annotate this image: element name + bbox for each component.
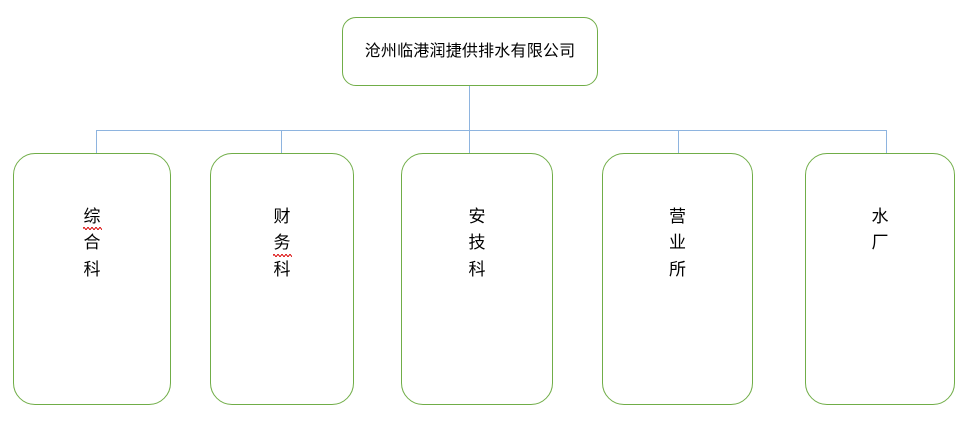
org-node-child-3-char-1: 安 xyxy=(468,207,486,227)
org-node-child-2-char-2: 务 xyxy=(272,230,292,258)
org-node-child-4-char-3: 所 xyxy=(669,259,686,280)
org-node-root[interactable]: 沧州临港润捷供排水有限公司 xyxy=(342,17,598,86)
connector-drop-1 xyxy=(96,130,98,154)
connector-drop-4 xyxy=(678,130,680,154)
org-node-child-1-char-2: 合 xyxy=(83,233,101,254)
org-node-child-2-char-1: 财 xyxy=(273,207,291,227)
org-node-child-4-label: 营 业 所 xyxy=(669,204,686,283)
connector-drop-2 xyxy=(281,130,283,154)
org-node-root-label: 沧州临港润捷供排水有限公司 xyxy=(364,41,576,61)
org-node-child-5-label: 水 厂 xyxy=(872,204,889,257)
connector-drop-3 xyxy=(469,130,471,154)
org-node-child-5-char-1: 水 xyxy=(871,207,889,227)
org-node-child-4-char-1: 营 xyxy=(669,207,686,227)
org-node-child-1-char-1: 综 xyxy=(82,204,102,231)
connector-root-stem xyxy=(469,86,471,131)
org-node-child-1-label: 综 合 科 xyxy=(82,204,102,283)
connector-drop-5 xyxy=(886,130,888,154)
org-node-child-2-char-3: 科 xyxy=(273,259,291,280)
org-node-child-3-char-2: 技 xyxy=(468,233,486,254)
org-node-child-5[interactable]: 水 厂 xyxy=(805,153,955,405)
org-node-child-3[interactable]: 安 技 科 xyxy=(401,153,553,405)
org-node-child-4-char-2: 业 xyxy=(669,233,686,254)
org-node-child-2[interactable]: 财 务 科 xyxy=(210,153,354,405)
org-node-child-1-char-3: 科 xyxy=(83,259,101,280)
org-node-child-1[interactable]: 综 合 科 xyxy=(13,153,171,405)
org-node-child-5-char-2: 厂 xyxy=(871,233,889,254)
org-node-child-3-char-3: 科 xyxy=(468,259,486,280)
org-node-child-3-label: 安 技 科 xyxy=(469,204,486,283)
org-node-child-2-label: 财 务 科 xyxy=(272,204,292,283)
connector-horizontal-bus xyxy=(96,130,886,132)
org-node-child-4[interactable]: 营 业 所 xyxy=(602,153,753,405)
